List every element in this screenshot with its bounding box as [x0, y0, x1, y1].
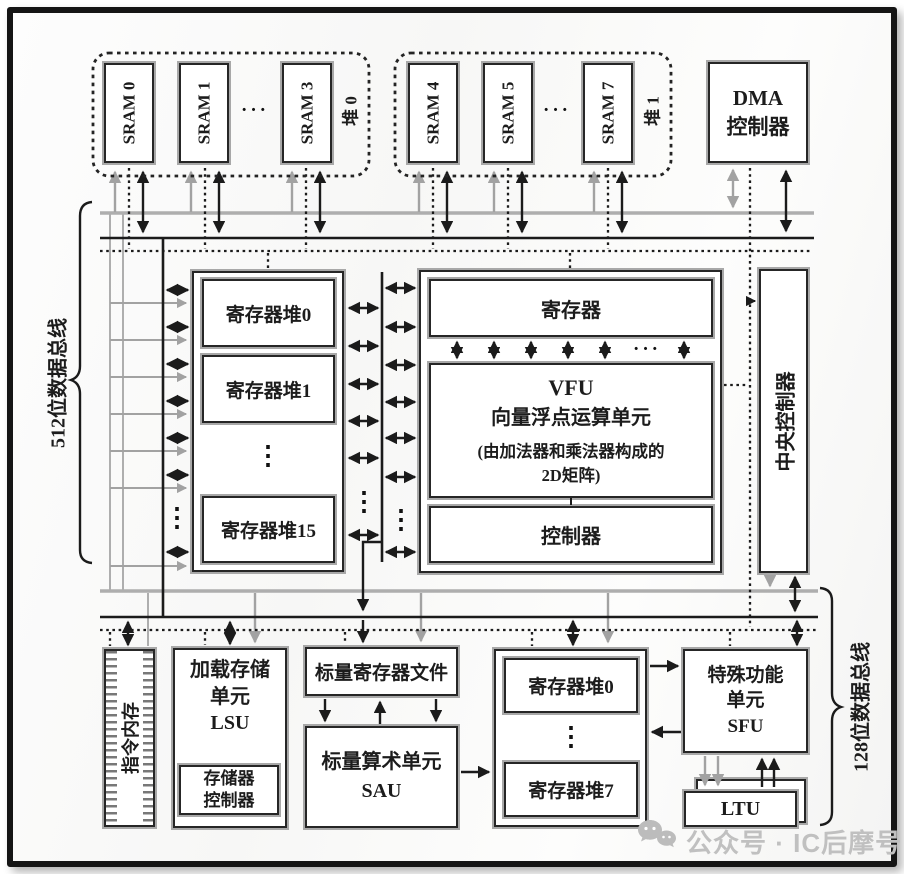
- instruction-memory-band: 指令内存: [116, 651, 143, 825]
- scalar-rf7-label: 寄存器堆7: [528, 781, 614, 802]
- dma-controller-box: DMA 控制器: [706, 60, 810, 165]
- sfu-label-line2: 单元: [726, 690, 765, 712]
- sram0-box: SRAM 0: [102, 61, 156, 165]
- vector-rf-dots: ⋮: [255, 441, 281, 470]
- scalar-rf0-box: 寄存器堆0: [502, 656, 640, 715]
- memory-controller-line1: 存储器: [203, 768, 255, 788]
- vfu-box: VFU 向量浮点运算单元 (由加法器和乘法器构成的 2D矩阵): [427, 361, 715, 500]
- sram7-label: SRAM 7: [598, 81, 617, 145]
- memory-controller-line2: 控制器: [203, 791, 255, 810]
- scalar-rf-dots: ⋮: [558, 722, 584, 751]
- scalar-regfile-box: 标量寄存器文件: [303, 645, 460, 698]
- sram1-box: SRAM 1: [177, 61, 231, 165]
- ltu-label: LTU: [720, 797, 761, 820]
- bus-512-label: 512位数据总线: [47, 318, 70, 448]
- sram5-box: SRAM 5: [481, 61, 535, 165]
- midbus-right-dots: ⋮: [388, 505, 414, 534]
- sram4-box: SRAM 4: [406, 61, 460, 165]
- dma-label-line1: DMA: [732, 86, 784, 111]
- vector-rf15-box: 寄存器堆15: [200, 494, 337, 565]
- vfu-title: VFU: [548, 375, 594, 400]
- dma-label-line2: 控制器: [726, 114, 790, 139]
- vector-rf0-label: 寄存器堆0: [225, 304, 312, 326]
- lsu-box: 加载存储 单元 LSU 存储器 控制器: [171, 646, 289, 830]
- vfu-controller-box: 控制器: [427, 504, 715, 565]
- vfu-subtitle: 向量浮点运算单元: [491, 407, 651, 429]
- sfu-label-line1: 特殊功能: [707, 664, 784, 686]
- central-controller-box: 中央控制器: [757, 267, 810, 575]
- bank1-ellipsis: ···: [542, 100, 572, 121]
- vector-rf15-label: 寄存器堆15: [220, 521, 316, 542]
- sram4-label: SRAM 4: [423, 81, 442, 145]
- sram0-label: SRAM 0: [119, 81, 138, 145]
- instruction-memory-label: 指令内存: [120, 702, 141, 774]
- bus-128-label: 128位数据总线: [850, 642, 873, 772]
- vector-rf0-box: 寄存器堆0: [200, 277, 337, 349]
- sram3-box: SRAM 3: [280, 61, 334, 165]
- sram1-label: SRAM 1: [194, 81, 213, 145]
- sau-label-line2: SAU: [361, 780, 402, 802]
- scalar-rf0-label: 寄存器堆0: [528, 677, 614, 698]
- lsu-label-line3: LSU: [210, 712, 250, 735]
- central-controller-label: 中央控制器: [775, 371, 797, 471]
- sau-label-line1: 标量算术单元: [321, 751, 442, 773]
- vfu-arrow-ellipsis: ···: [632, 339, 662, 360]
- sau-box: 标量算术单元 SAU: [303, 724, 460, 830]
- sfu-label-line3: SFU: [727, 715, 764, 737]
- sfu-box: 特殊功能 单元 SFU: [681, 647, 810, 755]
- sram5-label: SRAM 5: [498, 81, 517, 145]
- vfu-controller-label: 控制器: [541, 526, 601, 548]
- lsu-label-block: 加载存储 单元 LSU: [175, 657, 285, 737]
- ladder-dots: ⋮: [164, 503, 190, 532]
- vector-rf1-label: 寄存器堆1: [225, 380, 312, 402]
- lsu-label-line2: 单元: [210, 685, 250, 708]
- scalar-regfile-label: 标量寄存器文件: [314, 663, 448, 684]
- bank0-ellipsis: ···: [240, 100, 270, 121]
- midbus-left-dots: ⋮: [351, 487, 377, 516]
- bank0-label: 堆 0: [341, 96, 361, 126]
- memory-controller-box: 存储器 控制器: [177, 763, 281, 817]
- sram3-label: SRAM 3: [297, 81, 316, 145]
- vfu-register-label: 寄存器: [541, 299, 601, 322]
- instruction-memory-box: 指令内存: [102, 647, 157, 829]
- scalar-rf7-box: 寄存器堆7: [502, 760, 640, 819]
- vfu-register-box: 寄存器: [427, 277, 715, 339]
- vfu-note-line1: (由加法器和乘法器构成的: [477, 442, 665, 461]
- vector-rf1-box: 寄存器堆1: [200, 353, 337, 425]
- watermark-text: 公众号 · IC后摩号: [686, 828, 903, 858]
- sram7-box: SRAM 7: [581, 61, 635, 165]
- ltu-box: LTU: [682, 789, 799, 829]
- bank1-label: 堆 1: [643, 96, 663, 126]
- lsu-label-line1: 加载存储: [190, 659, 270, 681]
- vfu-note-line2: 2D矩阵): [541, 466, 601, 485]
- wechat-icon: [638, 820, 676, 848]
